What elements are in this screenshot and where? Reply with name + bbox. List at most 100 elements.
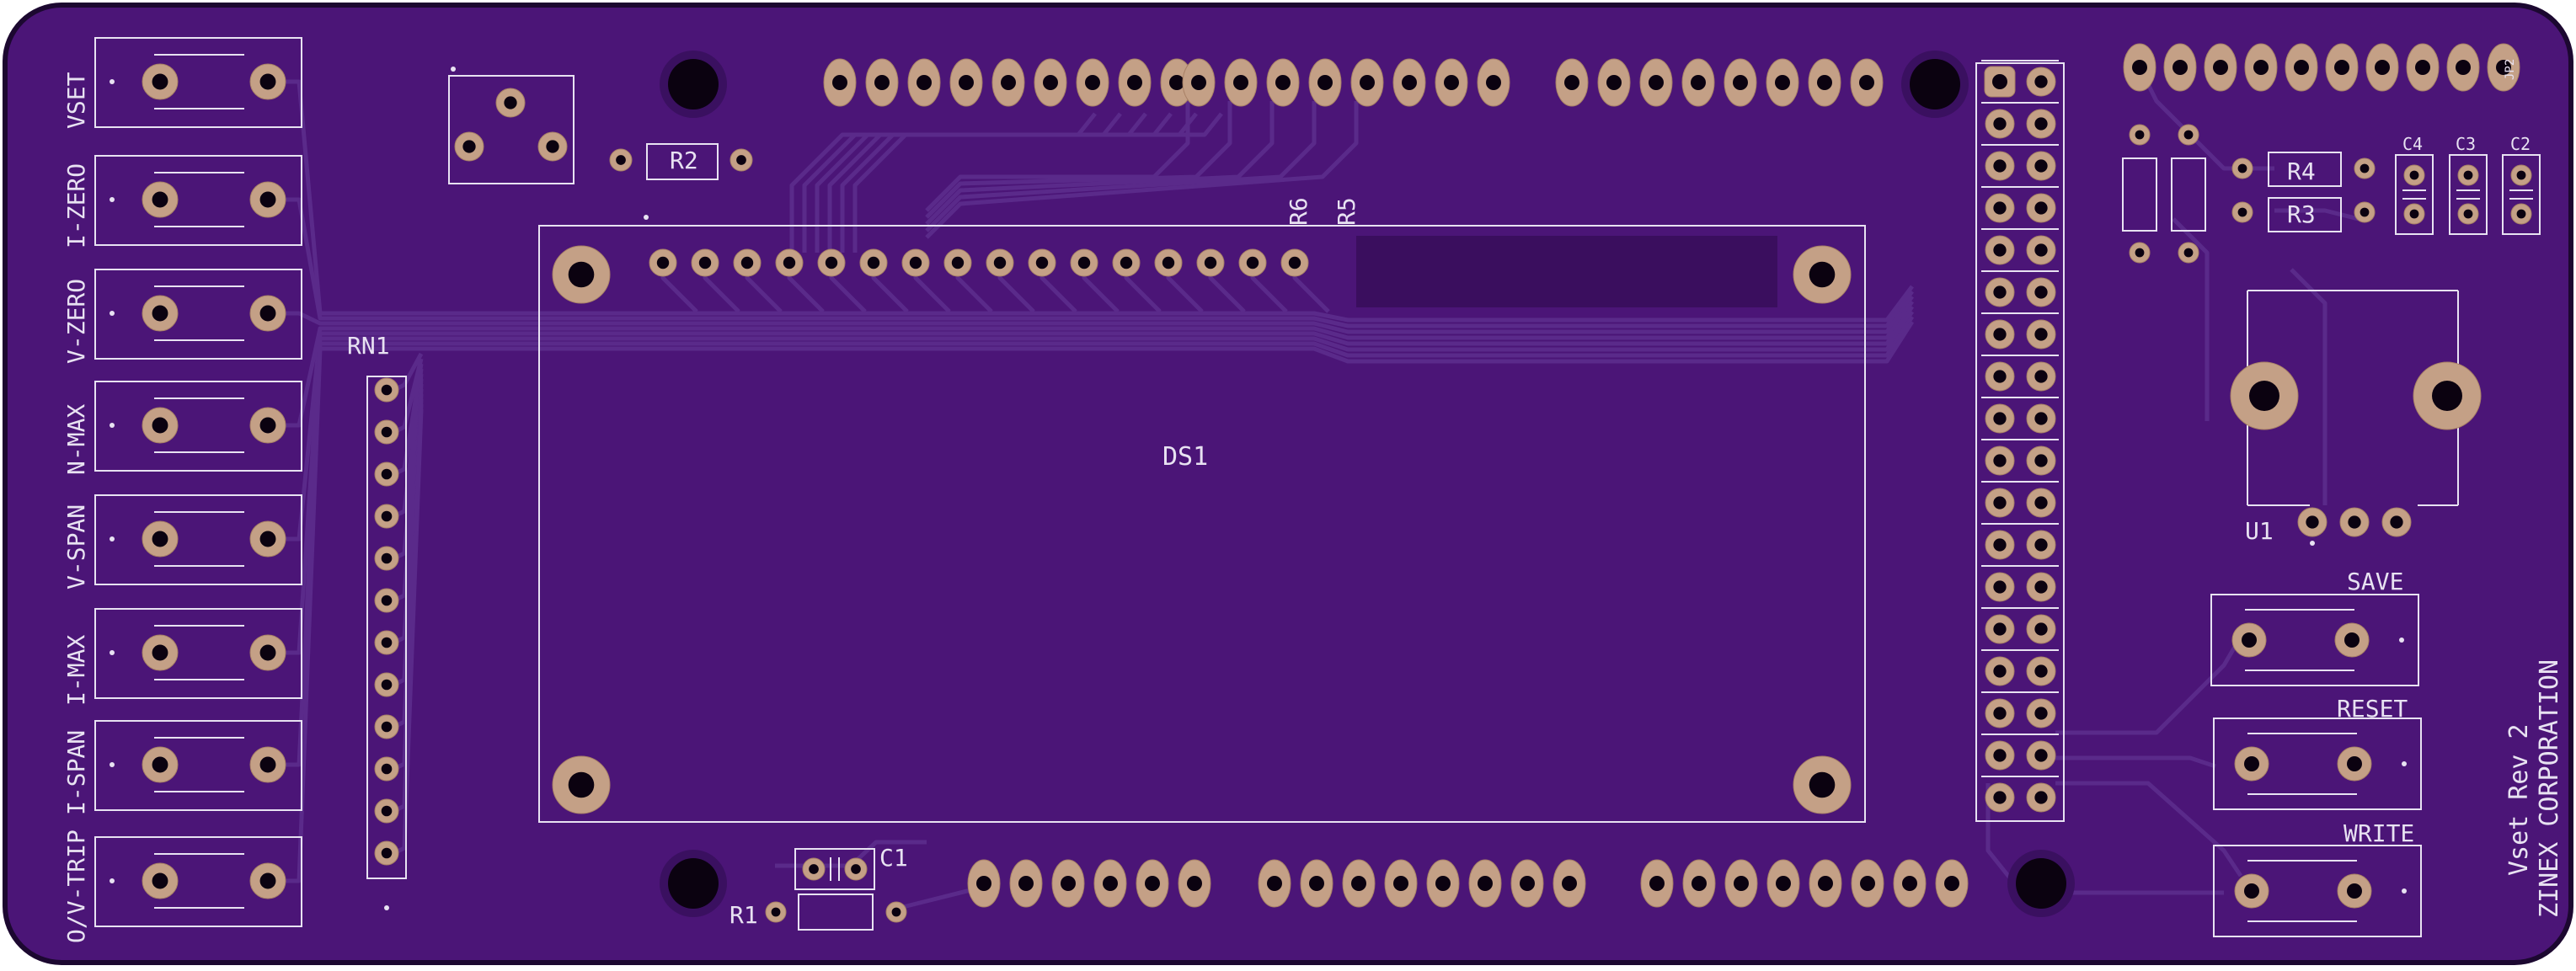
drill-hole [2034, 580, 2048, 594]
drill-hole [1993, 749, 2007, 762]
drill-hole [1993, 370, 2007, 383]
rn1-designator: RN1 [347, 332, 390, 360]
drill-hole [381, 552, 393, 564]
r6-designator: R6 [1285, 197, 1312, 226]
drill-hole [959, 75, 974, 90]
drill-hole [2516, 209, 2526, 219]
pin1-dot [644, 215, 649, 220]
drill-hole [1818, 876, 1833, 891]
r1-designator: R1 [730, 901, 758, 929]
switch-label: I-ZERO [62, 163, 90, 248]
pin1-dot [110, 878, 115, 883]
drill-hole [381, 763, 393, 775]
drill-hole [616, 155, 626, 165]
pin1-dot [451, 67, 456, 72]
drill-hole [976, 876, 991, 891]
drill-hole [152, 191, 168, 208]
drill-hole [1993, 328, 2007, 341]
r4-outline [2268, 152, 2342, 187]
pin1-dot [110, 311, 115, 316]
drill-hole [381, 679, 393, 691]
drill-hole [993, 256, 1007, 269]
drill-hole [736, 155, 746, 165]
drill-hole [2294, 60, 2309, 75]
drill-hole [2034, 328, 2048, 341]
trace [925, 101, 1275, 226]
drill-hole [2213, 60, 2228, 75]
trace [802, 112, 1122, 253]
drill-hole [1944, 876, 1959, 891]
trace [827, 112, 1173, 253]
drill-hole [2432, 381, 2462, 411]
drill-hole [1562, 876, 1577, 891]
r4-designator: R4 [2287, 157, 2316, 185]
drill-hole [2242, 632, 2257, 648]
drill-hole [2034, 159, 2048, 173]
drill-hole [2183, 130, 2194, 140]
drill-hole [152, 73, 168, 90]
drill-hole [546, 140, 559, 153]
drill-hole [259, 531, 276, 547]
drill-hole [1993, 791, 2007, 804]
board-revision: Vset Rev 2 [2504, 723, 2534, 876]
r5-outline [2171, 157, 2206, 232]
drill-hole [1692, 876, 1707, 891]
drill-hole [2249, 381, 2279, 411]
drill-hole [2237, 163, 2247, 173]
drill-hole [2463, 209, 2473, 219]
r1-outline [798, 894, 874, 931]
drill-hole [1649, 75, 1664, 90]
drill-hole [381, 510, 393, 522]
drill-hole [1204, 256, 1217, 269]
drill-hole [1691, 75, 1706, 90]
drill-hole [2360, 163, 2370, 173]
rn1-outline [366, 376, 407, 879]
button-label-write: WRITE [2344, 819, 2414, 847]
drill-hole [1351, 876, 1366, 891]
trace [1985, 783, 2224, 895]
drill-hole [1169, 75, 1184, 90]
drill-hole [1035, 256, 1049, 269]
drill-hole [2034, 749, 2048, 762]
switch-outline [94, 836, 302, 927]
drill-hole [1317, 75, 1333, 90]
drill-hole [1734, 876, 1749, 891]
drill-hole [1993, 117, 2007, 131]
pin1-dot [110, 650, 115, 655]
drill-hole [809, 864, 819, 874]
drill-hole [1993, 412, 2007, 425]
company-name: ZINEX CORPORATION [2535, 659, 2564, 918]
drill-hole [1435, 876, 1451, 891]
display-designator: DS1 [1162, 442, 1208, 472]
drill-hole [2135, 130, 2145, 140]
drill-hole [2334, 60, 2349, 75]
jp2-designator: JP2 [2504, 59, 2517, 80]
r6-outline [2122, 157, 2157, 232]
drill-hole [1191, 75, 1206, 90]
drill-hole [951, 256, 965, 269]
pin1-dot [110, 79, 115, 84]
switch-outline [94, 37, 302, 128]
drill-hole [1902, 876, 1917, 891]
drill-hole [1309, 876, 1324, 891]
dual-header-outline [1975, 62, 2065, 822]
trace [925, 101, 1317, 232]
drill-hole [1267, 876, 1282, 891]
drill-hole [2172, 60, 2188, 75]
trace [2055, 781, 2243, 878]
drill-hole [2409, 170, 2419, 180]
drill-hole [1061, 876, 1076, 891]
drill-hole [381, 384, 393, 396]
drill-hole [2183, 248, 2194, 258]
drill-hole [1776, 876, 1791, 891]
cap-outline [2502, 154, 2541, 235]
drill-hole [874, 75, 890, 90]
drill-hole [1733, 75, 1748, 90]
drill-hole [2516, 170, 2526, 180]
switch-outline [94, 269, 302, 360]
drill-hole [1809, 771, 1836, 798]
drill-hole [1910, 59, 1960, 109]
drill-hole [2360, 207, 2370, 217]
drill-hole [2347, 883, 2362, 899]
